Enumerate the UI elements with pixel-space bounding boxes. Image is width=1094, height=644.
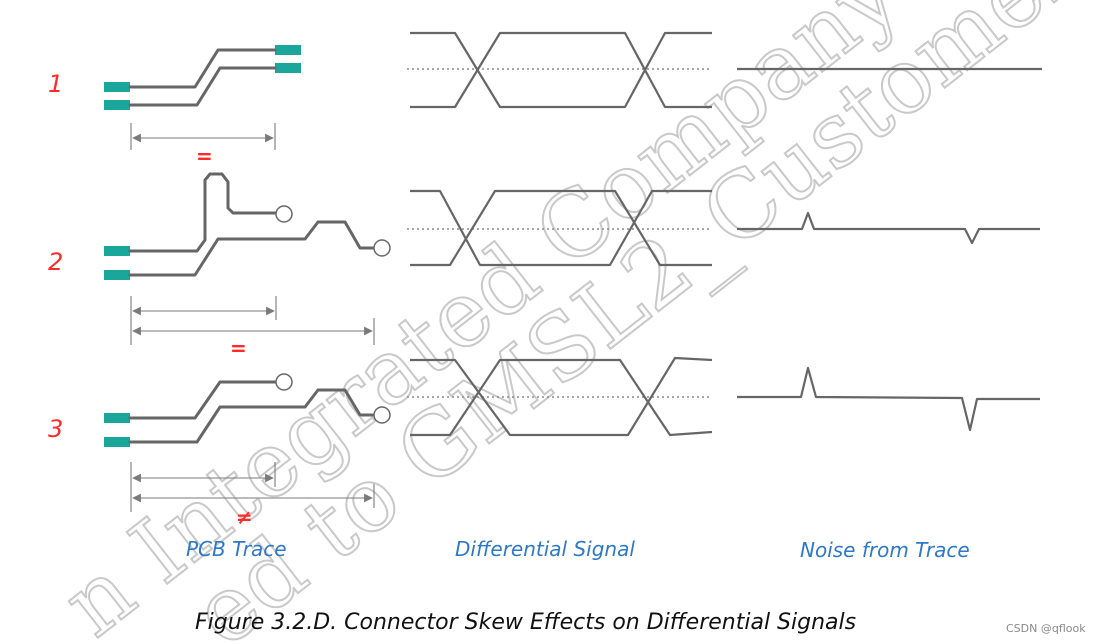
source-credit: CSDN @qflook [1006,622,1086,635]
row-number-1: 1 [48,70,63,98]
connector-pad [104,100,130,110]
connector-pad [104,437,130,447]
trace-line [128,172,277,253]
column-label-pcb-trace: PCB Trace [186,537,287,561]
figure-caption: Figure 3.2.D. Connector Skew Effects on … [195,610,856,635]
row-number-3: 3 [48,415,63,443]
noise-waveform [737,366,1040,432]
connector-pad [275,63,301,73]
signal-waveform [410,356,713,437]
signal-waveform [410,31,712,109]
pcb-trace-row-2: = [104,172,391,360]
column-label-noise: Noise from Trace [800,538,970,562]
pcb-trace-row-1: = [104,45,301,168]
connector-pad [104,413,130,423]
trace-line [128,380,277,420]
noise-row-2 [737,211,1040,245]
connector-pad [275,45,301,55]
connector-pad [104,82,130,92]
length-relation-1: = [196,144,213,168]
trace-line [128,388,376,444]
row-number-2: 2 [48,248,63,276]
differential-signal-row-2 [407,189,712,267]
via-circle [373,406,391,424]
signal-waveform [410,358,713,437]
column-label-differential-signal: Differential Signal [455,537,635,561]
connector-pad [104,270,130,280]
via-circle [275,205,293,223]
noise-waveform [737,211,1040,245]
signal-waveform [410,31,712,109]
differential-signal-row-3 [407,356,713,437]
length-relation-2: = [230,336,247,360]
signal-waveform [410,189,712,267]
pcb-trace-row-3: ≠ [104,373,391,529]
trace-line [128,48,277,89]
via-circle [373,239,391,257]
trace-line [128,66,277,107]
noise-row-3 [737,366,1040,432]
via-circle [275,373,293,391]
signal-waveform [410,189,712,267]
differential-signal-row-1 [407,31,712,109]
connector-pad [104,246,130,256]
trace-line [128,220,376,277]
length-relation-3: ≠ [236,505,253,529]
